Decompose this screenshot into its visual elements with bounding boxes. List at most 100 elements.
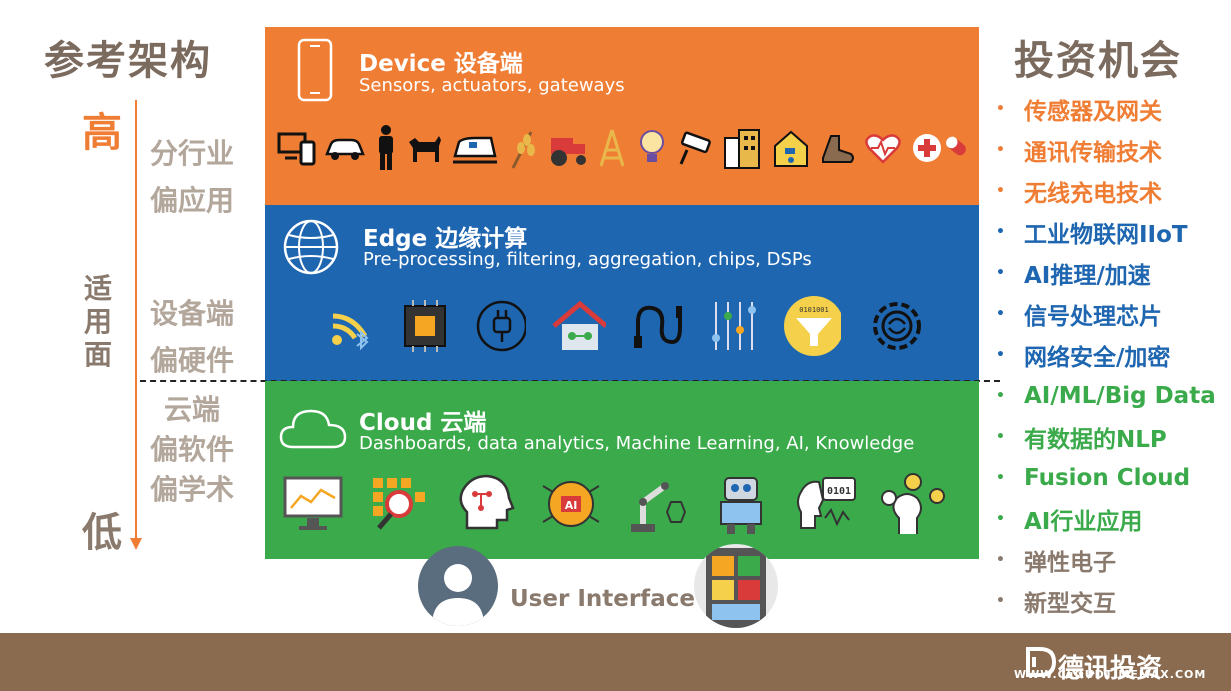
medical-icon <box>913 134 966 162</box>
cable-icon <box>633 305 682 348</box>
cloud-layer: Cloud 云端 Dashboards, data analytics, Mac… <box>265 381 979 559</box>
cloud-title: Cloud 云端 <box>359 410 487 436</box>
scale-arrow-head <box>130 538 142 550</box>
edge-layer: Edge 边缘计算 Pre-processing, filtering, agg… <box>265 205 979 381</box>
opportunity-item: • 信号处理芯片 <box>996 293 1231 334</box>
right-title: 投资机会 <box>1014 38 1182 84</box>
scale-arrow-line <box>135 100 137 540</box>
bullet-dot: • <box>996 141 1005 158</box>
globe-icon <box>283 219 339 275</box>
bullet-dot: • <box>996 223 1005 240</box>
opportunity-item: • 新型交互 <box>996 580 1231 621</box>
home-water-icon <box>774 130 808 167</box>
opportunity-text: 工业物联网IIoT <box>1024 221 1188 248</box>
opportunity-item: • 工业物联网IIoT <box>996 211 1231 252</box>
bullet-dot: • <box>996 100 1005 117</box>
opportunity-text: 网络安全/加密 <box>1024 344 1171 371</box>
svg-text:0101001: 0101001 <box>799 306 829 314</box>
tractor-icon <box>551 138 586 166</box>
side-label-line: 设备端 <box>150 297 235 330</box>
side-label-line: 偏学术 <box>150 473 235 506</box>
opportunity-text: AI行业应用 <box>1024 508 1143 535</box>
ai-head-icon <box>459 474 515 530</box>
side-label-industry: 分行业 偏应用 <box>150 130 234 224</box>
camera-icon <box>679 131 711 165</box>
opportunity-list: •传感器及网关•通讯传输技术•无线充电技术•工业物联网IIoT•AI推理/加速•… <box>996 88 1231 621</box>
opportunity-text: 无线充电技术 <box>1024 180 1162 207</box>
opportunity-text: 弹性电子 <box>1024 549 1116 576</box>
brand-logo-icon <box>1026 647 1056 677</box>
phone-icon <box>297 38 333 102</box>
opportunity-item: •AI推理/加速 <box>996 252 1231 293</box>
low-label: 低 <box>82 510 122 556</box>
sliders-icon <box>711 302 756 350</box>
device-title: Device 设备端 <box>359 51 523 77</box>
bullet-dot: • <box>996 182 1005 199</box>
opportunity-item: • 无线充电技术 <box>996 170 1231 211</box>
cloud-icon-row: AI 0101 <box>281 469 981 539</box>
building-icon <box>724 129 760 169</box>
high-label: 高 <box>82 110 122 156</box>
bullet-dot: • <box>996 346 1005 363</box>
opportunity-item: • 通讯传输技术 <box>996 129 1231 170</box>
applicability-label: 适 用 面 <box>84 272 114 371</box>
car-icon <box>325 138 365 160</box>
side-label-line: 偏硬件 <box>150 344 235 377</box>
cloud-subtitle: Dashboards, data analytics, Machine Lear… <box>359 433 915 454</box>
side-label-line: 偏软件 <box>150 433 235 466</box>
bullet-dot: • <box>996 592 1005 609</box>
bullet-dot: • <box>996 551 1005 568</box>
chip-icon <box>404 300 447 352</box>
bullet-dot: • <box>996 387 1005 404</box>
applicability-char: 面 <box>84 338 113 371</box>
device-layer: Device 设备端 Sensors, actuators, gateways <box>265 27 979 205</box>
opportunity-text: 信号处理芯片 <box>1024 303 1162 330</box>
user-avatar-icon <box>418 546 498 626</box>
opportunity-item: • 弹性电子 <box>996 539 1231 580</box>
tablet-app-icon <box>694 544 778 628</box>
side-label-line: 云端 <box>164 393 221 426</box>
wifi-bluetooth-icon <box>332 313 369 351</box>
opportunity-item: • 网络安全/加密 <box>996 334 1231 375</box>
bullet-dot: • <box>996 264 1005 281</box>
train-icon <box>453 136 497 164</box>
robot-arm-icon <box>631 482 687 532</box>
plug-icon <box>476 300 526 352</box>
side-label-line: 分行业 <box>150 137 235 170</box>
opportunity-item: • AI行业应用 <box>996 498 1231 539</box>
edge-title: Edge 边缘计算 <box>363 226 528 252</box>
bullet-dot: • <box>996 428 1005 445</box>
robot-icon <box>720 477 762 534</box>
gear-sync-icon <box>873 302 922 350</box>
bulb-icon <box>640 130 664 162</box>
side-label-line: 偏应用 <box>150 184 235 217</box>
devices-icon <box>277 132 316 166</box>
opportunity-text: 通讯传输技术 <box>1024 139 1162 166</box>
opportunity-text: 新型交互 <box>1024 590 1116 617</box>
opportunity-text: Fusion Cloud <box>1024 464 1191 491</box>
bullet-dot: • <box>996 305 1005 322</box>
edge-icon-row: 0101001 <box>325 293 925 359</box>
mind-idea-icon <box>881 473 945 534</box>
heart-icon <box>865 134 901 164</box>
user-interface-label: User Interface <box>510 586 695 612</box>
device-subtitle: Sensors, actuators, gateways <box>359 75 625 96</box>
voice-binary-icon: 0101 <box>797 477 856 529</box>
side-label-software: 云端 偏软件 偏学术 <box>150 390 234 510</box>
shoe-icon <box>822 135 854 163</box>
brand-name: 德讯投资 <box>1058 654 1163 684</box>
opportunity-item: •有数据的NLP <box>996 416 1231 457</box>
cloud-icon <box>279 409 347 449</box>
svg-text:0101: 0101 <box>827 486 851 497</box>
opportunity-text: 传感器及网关 <box>1024 98 1162 125</box>
bullet-dot: • <box>996 469 1005 486</box>
svg-text:AI: AI <box>565 499 578 512</box>
data-search-icon <box>373 478 425 530</box>
bullet-dot: • <box>996 510 1005 527</box>
applicability-char: 适 <box>84 272 113 305</box>
side-label-hardware: 设备端 偏硬件 <box>150 290 234 384</box>
person-icon <box>379 125 393 170</box>
tower-icon <box>599 129 625 167</box>
smart-home-icon <box>552 300 606 350</box>
opportunity-text: AI/ML/Big Data <box>1024 382 1216 409</box>
